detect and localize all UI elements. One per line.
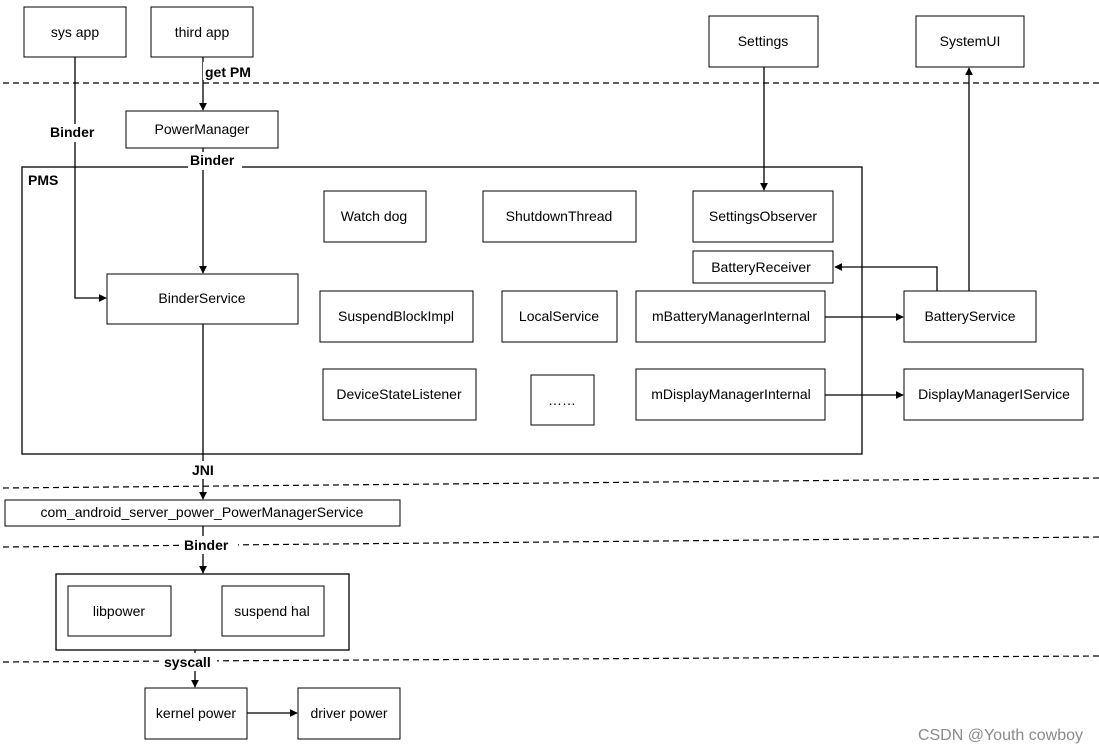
edge-labels: get PM Binder Binder JNI Binder syscall [48,62,257,671]
edge-batteryservice-to-batteryreceiver [834,263,938,291]
node-display-manager-service-label: DisplayManagerIService [918,386,1070,402]
node-m-display-manager-internal: mDisplayManagerInternal [635,368,826,421]
node-systemui: SystemUI [915,15,1025,68]
node-watch-dog: Watch dog [323,190,427,243]
label-get-pm: get PM [205,64,251,80]
node-display-manager-service: DisplayManagerIService [903,368,1084,421]
watermark: CSDN @Youth cowboy [918,727,1083,744]
label-binder-hal: Binder [184,537,229,553]
label-syscall: syscall [164,654,211,670]
node-m-battery-manager-internal: mBatteryManagerInternal [635,290,826,343]
node-kernel-power: kernel power [144,687,248,740]
node-jni-class-label: com_android_server_power_PowerManagerSer… [41,504,364,520]
node-battery-service: BatteryService [903,290,1037,343]
node-power-manager: PowerManager [125,110,279,149]
node-suspend-hal: suspend hal [221,585,325,637]
node-local-service-label: LocalService [519,308,599,324]
node-third-app: third app [150,6,254,58]
label-binder-powermanager: Binder [190,152,235,168]
node-ellipsis: …… [530,374,595,426]
node-watch-dog-label: Watch dog [341,208,407,224]
node-libpower-label: libpower [93,603,145,619]
node-sys-app: sys app [23,6,127,58]
node-driver-power: driver power [297,687,401,740]
node-battery-service-label: BatteryService [924,308,1015,324]
node-jni-class: com_android_server_power_PowerManagerSer… [4,499,401,527]
node-shutdown-thread-label: ShutdownThread [506,208,613,224]
node-local-service: LocalService [501,290,618,343]
node-driver-power-label: driver power [310,705,387,721]
pms-container [21,166,863,455]
label-jni: JNI [192,462,214,478]
separator-framework-native [2,477,1099,489]
node-third-app-label: third app [175,24,230,40]
node-device-state-listener-label: DeviceStateListener [336,386,462,402]
node-settings-observer: SettingsObserver [692,190,834,243]
node-suspend-hal-label: suspend hal [234,603,310,619]
node-suspend-block-impl: SuspendBlockImpl [319,290,474,343]
node-binder-service: BinderService [106,273,299,325]
node-power-manager-label: PowerManager [155,121,250,137]
pms-container-label: PMS [28,172,58,188]
node-device-state-listener: DeviceStateListener [322,368,477,421]
label-binder-sysapp: Binder [50,124,95,140]
node-settings-observer-label: SettingsObserver [709,208,817,224]
node-m-display-manager-internal-label: mDisplayManagerInternal [651,386,811,402]
node-settings-label: Settings [738,33,789,49]
node-battery-receiver: BatteryReceiver [692,250,834,284]
node-systemui-label: SystemUI [940,33,1001,49]
node-m-battery-manager-internal-label: mBatteryManagerInternal [652,308,810,324]
node-suspend-block-impl-label: SuspendBlockImpl [338,308,454,324]
separator-native-hal [2,536,1099,548]
node-sys-app-label: sys app [51,24,99,40]
node-binder-service-label: BinderService [158,290,245,306]
node-battery-receiver-label: BatteryReceiver [711,259,811,275]
edge-sysapp-to-binderservice [74,57,107,302]
node-kernel-power-label: kernel power [156,705,236,721]
hal-container [55,573,350,651]
node-settings: Settings [708,15,819,68]
node-libpower: libpower [67,585,172,637]
node-ellipsis-label: …… [548,392,576,408]
node-shutdown-thread: ShutdownThread [482,190,637,243]
